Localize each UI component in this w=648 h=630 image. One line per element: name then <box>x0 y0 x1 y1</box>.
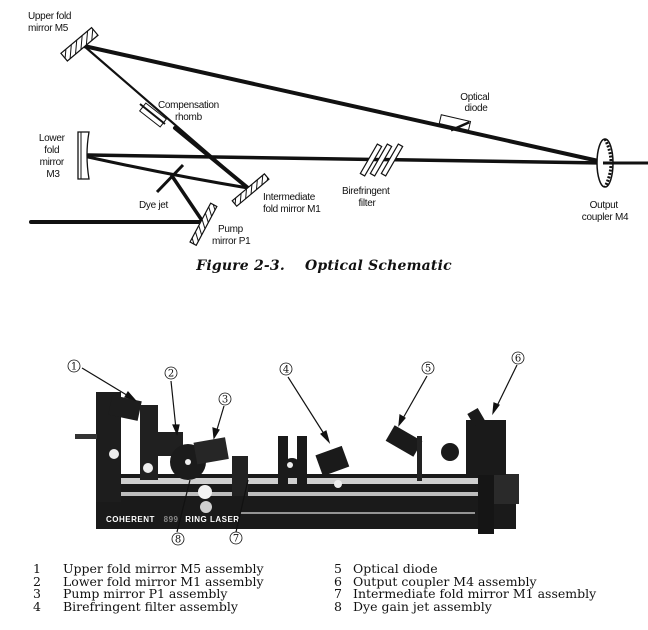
label-dye-jet: Dye jet <box>139 200 169 211</box>
legend-number: 4 <box>33 598 41 614</box>
legend-item: 8 Dye gain jet assembly <box>334 598 596 614</box>
callout-3: 3 <box>218 392 232 406</box>
legend-text: Dye gain jet assembly <box>353 598 492 614</box>
beam-m3-to-m1 <box>86 155 250 190</box>
output-coupler-assembly <box>466 407 506 475</box>
label-pump-mirror: Pump mirror P1 <box>212 224 251 247</box>
figure-number: Figure 2-3. <box>196 258 285 274</box>
parts-legend-right: 5 Optical diode 6 Output coupler M4 assemb… <box>334 561 596 614</box>
pump-mirror-p1 <box>189 202 218 247</box>
svg-text:6: 6 <box>515 354 521 365</box>
svg-text:7: 7 <box>233 534 239 545</box>
birefringent-filter-assembly <box>278 436 350 488</box>
legend-number: 6 <box>334 573 342 589</box>
legend-number: 3 <box>33 586 41 602</box>
callout-7: 7 <box>229 531 243 545</box>
dye-jet <box>155 163 185 194</box>
legend-number: 7 <box>334 586 342 602</box>
legend-number: 8 <box>334 598 342 614</box>
figure-title: Optical Schematic <box>304 258 452 274</box>
callout-2: 2 <box>164 366 178 380</box>
svg-text:1: 1 <box>71 362 77 373</box>
svg-text:8: 8 <box>175 535 181 546</box>
legend-number: 1 <box>33 561 41 576</box>
legend-text: Optical diode <box>353 561 438 576</box>
brand-text: COHERENT 899 RING LASER <box>106 515 240 524</box>
callout-8: 8 <box>171 532 185 546</box>
legend-text: Intermediate fold mirror M1 assembly <box>353 586 597 602</box>
label-output-coupler: Output coupler M4 <box>582 200 629 223</box>
legend-text: Output coupler M4 assembly <box>353 573 537 589</box>
laser-beams <box>29 44 648 224</box>
label-lower-fold-mirror: Lower fold mirror M3 <box>39 133 67 180</box>
figure-caption: Figure 2-3. Optical Schematic <box>0 258 648 274</box>
svg-text:5: 5 <box>425 364 431 375</box>
intermediate-fold-mirror-m1 <box>231 173 270 208</box>
legend-number: 2 <box>33 573 41 589</box>
legend-item: 7 Intermediate fold mirror M1 assembly <box>334 588 596 601</box>
optical-diode <box>438 114 472 132</box>
legend-number: 5 <box>334 561 342 576</box>
birefringent-filter <box>359 143 404 177</box>
legend-text: Birefringent filter assembly <box>63 598 238 614</box>
lower-fold-mirror-m3 <box>77 131 90 180</box>
legend-item: 1 Upper fold mirror M5 assembly <box>33 561 264 576</box>
legend-item: 4 Birefringent filter assembly <box>33 598 264 614</box>
callout-arrows <box>81 364 518 533</box>
legend-item: 3 Pump mirror P1 assembly <box>33 588 264 601</box>
lower-fold-mirror-assembly <box>140 405 183 480</box>
label-optical-diode: Optical diode <box>460 92 492 114</box>
intermediate-fold-mirror-assembly <box>232 456 248 496</box>
legend-item: 5 Optical diode <box>334 561 596 576</box>
beam-m5-to-m4 <box>82 44 605 164</box>
svg-text:3: 3 <box>222 395 228 406</box>
svg-text:2: 2 <box>168 369 174 380</box>
laser-base <box>96 474 519 534</box>
pump-mirror-assembly <box>170 437 229 513</box>
legend-item: 2 Lower fold mirror M1 assembly <box>33 573 264 589</box>
ring-laser-photo: COHERENT 899 RING LASER 1 2 3 4 5 6 7 8 <box>67 351 525 546</box>
beam-jet-to-p1 <box>170 174 205 224</box>
callout-numbers: 1 2 3 4 5 6 7 8 <box>67 351 525 546</box>
svg-text:4: 4 <box>283 365 289 376</box>
upper-fold-mirror-m5 <box>60 26 99 62</box>
legend-text: Lower fold mirror M1 assembly <box>63 573 264 589</box>
upper-fold-mirror-tower <box>75 392 142 502</box>
callout-4: 4 <box>279 362 293 376</box>
legend-text: Pump mirror P1 assembly <box>63 586 228 602</box>
legend-item: 6 Output coupler M4 assembly <box>334 573 596 589</box>
callout-6: 6 <box>511 351 525 365</box>
beam-through-rhomb <box>139 103 166 125</box>
callout-5: 5 <box>421 361 435 375</box>
optical-schematic-diagram: Upper fold mirror M5 Compensation rhomb … <box>28 11 648 247</box>
legend-text: Upper fold mirror M5 assembly <box>63 561 264 576</box>
callout-1: 1 <box>67 359 81 373</box>
parts-legend-left: 1 Upper fold mirror M5 assembly 2 Lower fo… <box>33 561 264 614</box>
label-compensation-rhomb: Compensation rhomb <box>158 100 221 123</box>
output-coupler-m4 <box>596 138 648 188</box>
label-birefringent-filter: Birefringent filter <box>342 186 392 209</box>
beam-m3-to-m4 <box>86 153 605 165</box>
label-intermediate-fold-mirror: Intermediate fold mirror M1 <box>263 192 321 215</box>
label-upper-fold-mirror: Upper fold mirror M5 <box>28 11 74 34</box>
optical-diode-assembly <box>385 425 459 481</box>
